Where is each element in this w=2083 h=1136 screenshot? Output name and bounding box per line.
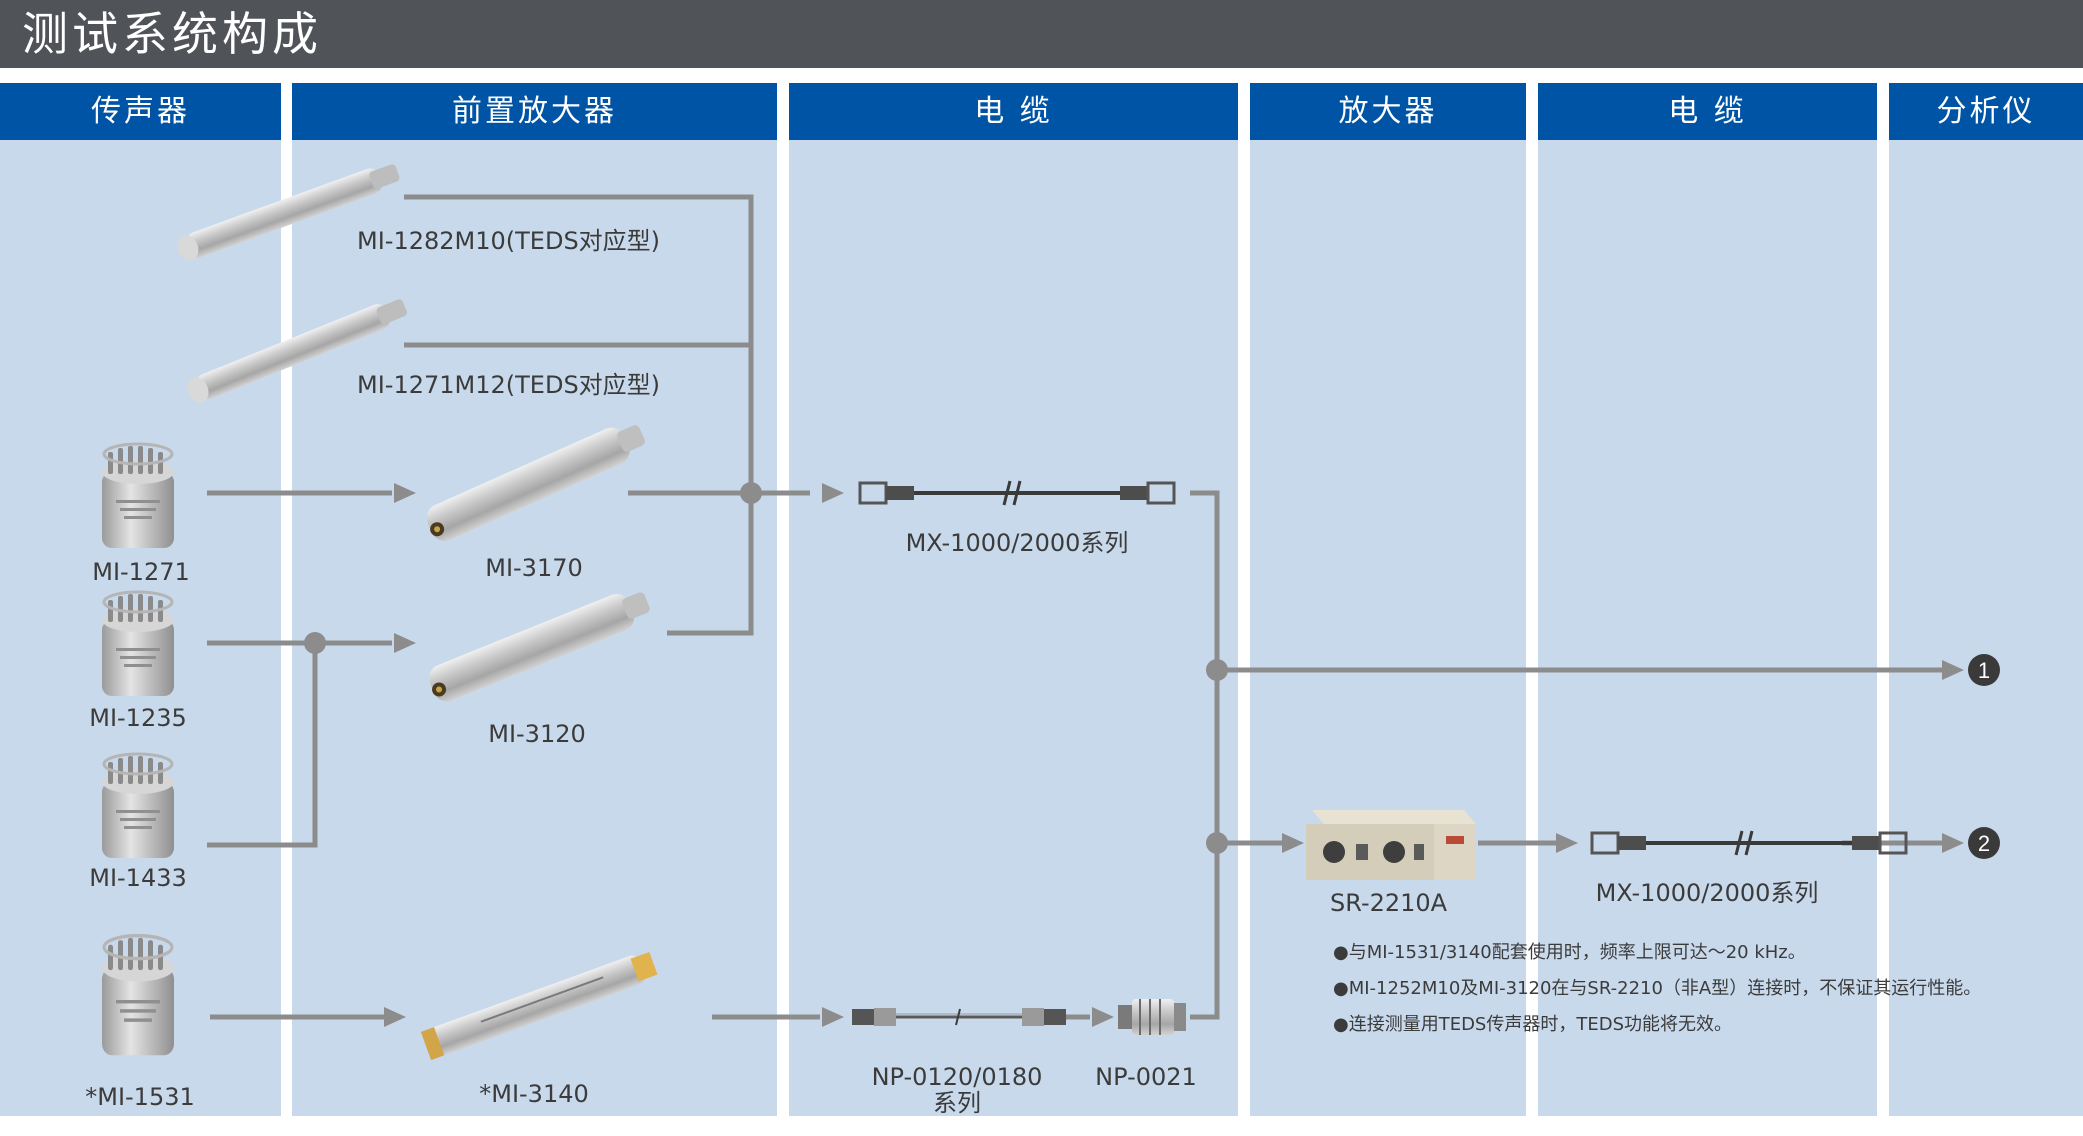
column-amplifier: 放大器 xyxy=(1250,83,1526,1116)
column-header-preamplifiers: 前置放大器 xyxy=(292,83,777,140)
preamp-mi-3120-image xyxy=(423,583,655,706)
cable-mx-series-2-image xyxy=(1590,829,1908,857)
preamp-mi-3140-image xyxy=(420,951,658,1061)
output-marker-1-label: 1 xyxy=(1978,658,1990,683)
note-3: ●连接测量用TEDS传声器时，TEDS功能将无效。 xyxy=(1333,1014,1733,1035)
label-mi-3140: *MI-3140 xyxy=(479,1080,589,1108)
output-marker-2-label: 2 xyxy=(1978,831,1990,856)
column-preamplifiers: 前置放大器 xyxy=(292,83,777,1116)
column-header-cables: 电 缆 xyxy=(789,83,1238,140)
mic-to-preamp-lines xyxy=(207,490,1090,1020)
label-mx-series: MX-1000/2000系列 xyxy=(905,529,1129,557)
microphone-mi-1433-image xyxy=(100,752,176,860)
label-mi-3120: MI-3120 xyxy=(488,720,586,748)
column-header-amplifier: 放大器 xyxy=(1250,83,1526,140)
column-header-microphones: 传声器 xyxy=(0,83,281,140)
microphone-mi-1271-image xyxy=(100,442,176,550)
label-mi-1271: MI-1271 xyxy=(92,558,190,586)
label-sr-2210a: SR-2210A xyxy=(1330,889,1448,917)
column-header-analyzer: 分析仪 xyxy=(1889,83,2083,140)
output-marker-1: 1 xyxy=(1968,654,2000,686)
column-cables: 电 缆 xyxy=(789,83,1238,1116)
preamp-bus-lines xyxy=(404,194,810,636)
output-marker-2: 2 xyxy=(1968,827,2000,859)
label-mi-3170: MI-3170 xyxy=(485,554,583,582)
label-mi-1531: *MI-1531 xyxy=(85,1083,195,1111)
label-mx-series-2: MX-1000/2000系列 xyxy=(1595,879,1819,907)
label-np-0021: NP-0021 xyxy=(1095,1063,1197,1091)
label-np-series-line2: 系列 xyxy=(933,1089,981,1117)
column-header-cables-2: 电 缆 xyxy=(1538,83,1877,140)
cable-mx-series-image xyxy=(858,479,1176,507)
note-1: ●与MI-1531/3140配套使用时，频率上限可达～20 kHz。 xyxy=(1333,942,1806,963)
title-bar: 测试系统构成 xyxy=(0,0,2083,68)
junction-dots xyxy=(304,482,1228,854)
amplifier-sr-2210a-image xyxy=(1306,810,1476,880)
microphone-mi-1531-image xyxy=(100,933,176,1057)
column-cables-2: 电 缆 xyxy=(1538,83,1877,1116)
label-mi-1271m12: MI-1271M12(TEDS对应型) xyxy=(357,371,661,399)
label-np-series-line1: NP-0120/0180 xyxy=(871,1063,1043,1091)
page-title: 测试系统构成 xyxy=(22,7,322,61)
microphone-mi-1235-image xyxy=(100,590,176,698)
trunk-lines xyxy=(1190,490,1950,1020)
label-mi-1235: MI-1235 xyxy=(89,704,187,732)
adapter-np-0021-image xyxy=(1118,999,1186,1035)
label-mi-1433: MI-1433 xyxy=(89,864,187,892)
cable-np-series-image xyxy=(852,1008,1066,1026)
note-2: ●MI-1252M10及MI-3120在与SR-2210（非A型）连接时，不保证… xyxy=(1333,978,1982,999)
preamp-mi-3170-image xyxy=(421,416,650,546)
column-analyzer: 分析仪 xyxy=(1889,83,2083,1116)
label-mi-1282m10: MI-1282M10(TEDS对应型) xyxy=(357,227,661,255)
